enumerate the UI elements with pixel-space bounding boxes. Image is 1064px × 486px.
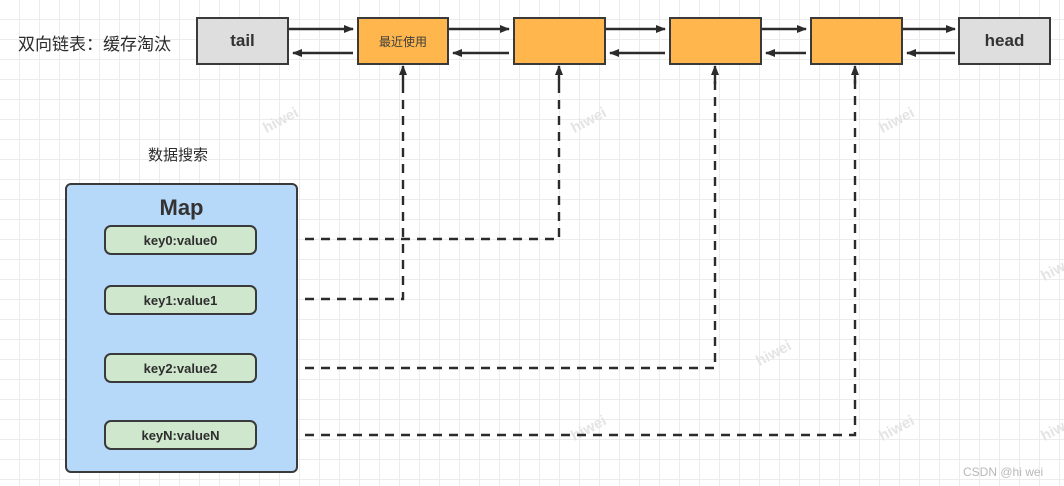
left-title: 双向链表：缓存淘汰 xyxy=(18,35,171,54)
list-node-head[interactable]: head xyxy=(958,17,1051,65)
list-node-3[interactable] xyxy=(669,17,762,65)
map-entry-keyN[interactable]: keyN:valueN xyxy=(104,420,257,450)
map-entry-key2[interactable]: key2:value2 xyxy=(104,353,257,383)
link-keyN-to-node4 xyxy=(257,80,857,437)
link-key2-to-node3 xyxy=(257,80,717,370)
watermark: hiwei xyxy=(260,104,302,137)
watermark: hiwei xyxy=(876,412,918,445)
watermark: hiwei xyxy=(1038,252,1064,285)
watermark: hiwei xyxy=(876,104,918,137)
list-node-2[interactable] xyxy=(513,17,606,65)
search-label: 数据搜索 xyxy=(148,147,209,164)
map-title: Map xyxy=(159,195,204,220)
list-node-recent[interactable]: 最近使用 xyxy=(357,17,449,65)
watermark: hiwei xyxy=(1038,412,1064,445)
map-entry-key0[interactable]: key0:value0 xyxy=(104,225,257,255)
list-node-tail[interactable]: tail xyxy=(196,17,289,65)
watermark: hiwei xyxy=(568,104,610,137)
watermark: hiwei xyxy=(568,412,610,445)
credit-text: CSDN @hi wei xyxy=(963,465,1044,479)
map-entry-key1[interactable]: key1:value1 xyxy=(104,285,257,315)
list-node-4[interactable] xyxy=(810,17,903,65)
link-key0-to-node2 xyxy=(257,80,561,241)
watermark: hiwei xyxy=(753,337,795,370)
